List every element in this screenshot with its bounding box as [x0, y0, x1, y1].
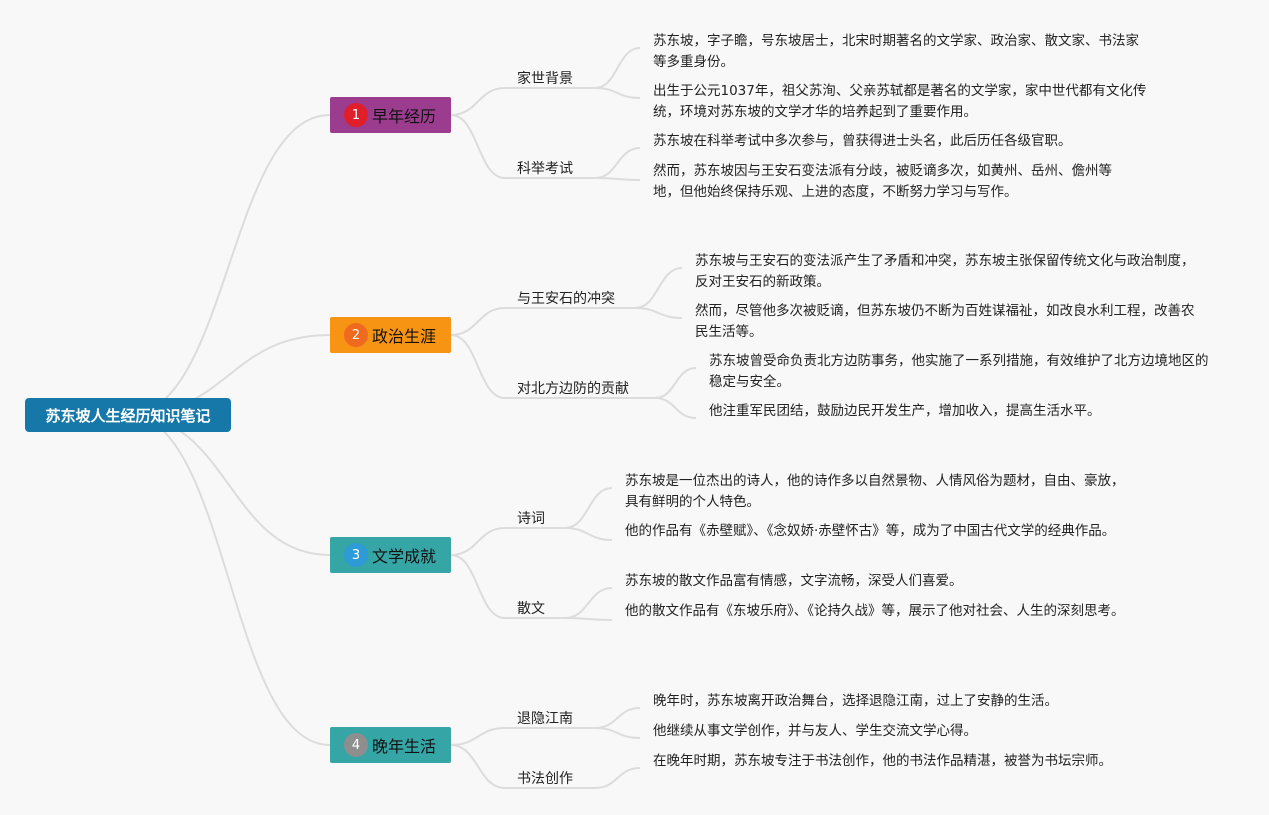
sub-node-retirement[interactable]: 退隐江南	[517, 711, 573, 727]
connector-curve	[594, 767, 641, 789]
connector-curve	[564, 487, 613, 529]
connector-curve	[127, 414, 331, 556]
leaf-text: 然而，苏东坡因与王安石变法派有分歧，被贬谪多次，如黄州、岳州、儋州等地，但他始终…	[653, 163, 1112, 200]
sub-node-poetry[interactable]: 诗词	[517, 511, 545, 527]
leaf-text: 苏东坡与王安石的变法派产生了矛盾和冲突，苏东坡主张保留传统文化与政治制度，反对王…	[695, 253, 1195, 290]
sub-node-imperial-exam[interactable]: 科举考试	[517, 161, 573, 177]
number-badge-icon: 4	[344, 733, 368, 757]
branch-label: 晚年生活	[372, 737, 437, 756]
connector-curve	[127, 414, 331, 746]
branch-node-early-life[interactable]: 1 早年经历	[330, 97, 451, 133]
branch-label: 文学成就	[372, 547, 437, 566]
connector-curve	[594, 47, 641, 89]
connector-curve	[594, 147, 641, 179]
sub-node-northern-defense[interactable]: 对北方边防的贡献	[517, 381, 629, 397]
leaf-text: 苏东坡在科举考试中多次参与，曾获得进士头名，此后历任各级官职。	[653, 133, 1072, 149]
leaf-text: 苏东坡曾受命负责北方边防事务，他实施了一系列措施，有效维护了北方边境地区的稳定与…	[709, 353, 1209, 390]
leaf-text: 他的作品有《赤壁赋》、《念奴娇·赤壁怀古》等，成为了中国古代文学的经典作品。	[625, 523, 1116, 539]
connector-curve	[450, 744, 506, 789]
root-title: 苏东坡人生经历知识笔记	[45, 406, 211, 425]
number-badge-icon: 2	[344, 323, 368, 347]
connector-curve	[594, 727, 641, 739]
branch-node-political-career[interactable]: 2 政治生涯	[330, 317, 451, 353]
connector-curve	[654, 367, 697, 399]
connector-curve	[450, 527, 506, 556]
root-node[interactable]: 苏东坡人生经历知识笔记	[25, 398, 231, 432]
leaf-text: 苏东坡的散文作品富有情感，文字流畅，深受人们喜爱。	[625, 573, 963, 589]
connector-curve	[564, 527, 613, 541]
connector-curve	[564, 617, 613, 621]
connector-curve	[594, 87, 641, 99]
leaf-text: 在晚年时期，苏东坡专注于书法创作，他的书法作品精湛，被誉为书坛宗师。	[653, 753, 1112, 769]
connector-curve	[450, 554, 506, 619]
leaf-text: 他注重军民团结，鼓励边民开发生产，增加收入，提高生活水平。	[709, 403, 1101, 419]
leaf-text: 他的散文作品有《东坡乐府》、《论持久战》等，展示了他对社会、人生的深刻思考。	[625, 603, 1125, 619]
sub-node-prose[interactable]: 散文	[517, 601, 545, 617]
connector-curve	[450, 114, 506, 179]
sub-node-conflict-wang-anshi[interactable]: 与王安石的冲突	[517, 291, 615, 307]
leaf-text: 苏东坡是一位杰出的诗人，他的诗作多以自然景物、人情风俗为题材，自由、豪放，具有鲜…	[625, 473, 1125, 510]
connector-curve	[654, 397, 697, 419]
leaf-text: 然而，尽管他多次被贬谪，但苏东坡仍不断为百姓谋福祉，如改良水利工程，改善农民生活…	[695, 303, 1195, 340]
connector-curve	[594, 707, 641, 729]
leaf-text: 出生于公元1037年，祖父苏洵、父亲苏轼都是著名的文学家，家中世代都有文化传统，…	[653, 83, 1147, 120]
branch-label: 政治生涯	[372, 327, 437, 346]
leaf-text: 他继续从事文学创作，并与友人、学生交流文学心得。	[653, 723, 977, 739]
branch-label: 早年经历	[372, 107, 437, 126]
number-badge-icon: 3	[344, 543, 368, 567]
connector-curve	[634, 307, 683, 319]
connector-curve	[594, 177, 641, 181]
connector-curve	[450, 87, 506, 116]
sub-node-calligraphy[interactable]: 书法创作	[517, 771, 573, 787]
branch-node-later-life[interactable]: 4 晚年生活	[330, 727, 451, 763]
leaf-text: 晚年时，苏东坡离开政治舞台，选择退隐江南，过上了安静的生活。	[653, 693, 1058, 709]
connector-curve	[634, 267, 683, 309]
connector-curve	[127, 114, 331, 416]
leaf-text: 苏东坡，字子瞻，号东坡居士，北宋时期著名的文学家、政治家、散文家、书法家等多重身…	[653, 33, 1139, 70]
branch-node-literary-achievements[interactable]: 3 文学成就	[330, 537, 451, 573]
connector-curve	[450, 307, 506, 336]
connector-curve	[450, 334, 506, 399]
connector-curve	[564, 587, 613, 619]
number-badge-icon: 1	[344, 103, 368, 127]
connector-curve	[450, 727, 506, 746]
sub-node-family-background[interactable]: 家世背景	[517, 71, 573, 87]
